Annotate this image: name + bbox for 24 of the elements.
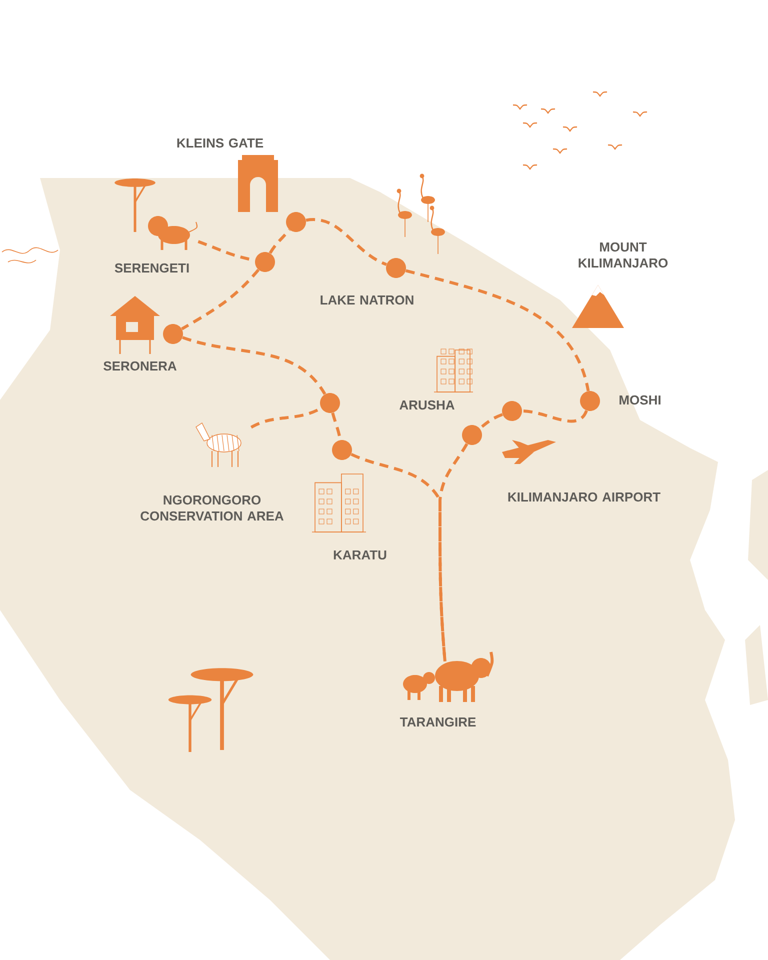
place-label: KARATU <box>334 550 386 560</box>
stop-dot <box>332 440 352 460</box>
stop-dot <box>163 324 183 344</box>
animal-icon <box>403 652 494 702</box>
stop-dot <box>286 212 306 232</box>
place-label: MOUNT KILIMANJARO <box>578 242 668 268</box>
stop-dot <box>580 391 600 411</box>
route-line <box>350 452 446 662</box>
route-line <box>522 410 588 423</box>
route-line <box>405 269 590 392</box>
route-line <box>478 413 503 430</box>
route-line <box>182 336 326 396</box>
place-label: KLEINS GATE <box>177 138 264 148</box>
stop-dot <box>386 258 406 278</box>
animal-icon <box>148 216 198 252</box>
place-label: KILIMANJARO AIRPORT <box>508 492 660 502</box>
route-line <box>181 268 260 330</box>
stop-dot <box>320 393 340 413</box>
stop-dot <box>255 252 275 272</box>
animal-icon <box>196 422 242 468</box>
stop-dot <box>462 425 482 445</box>
stop-dot <box>502 401 522 421</box>
route-line <box>268 228 291 254</box>
route-line <box>306 218 388 266</box>
